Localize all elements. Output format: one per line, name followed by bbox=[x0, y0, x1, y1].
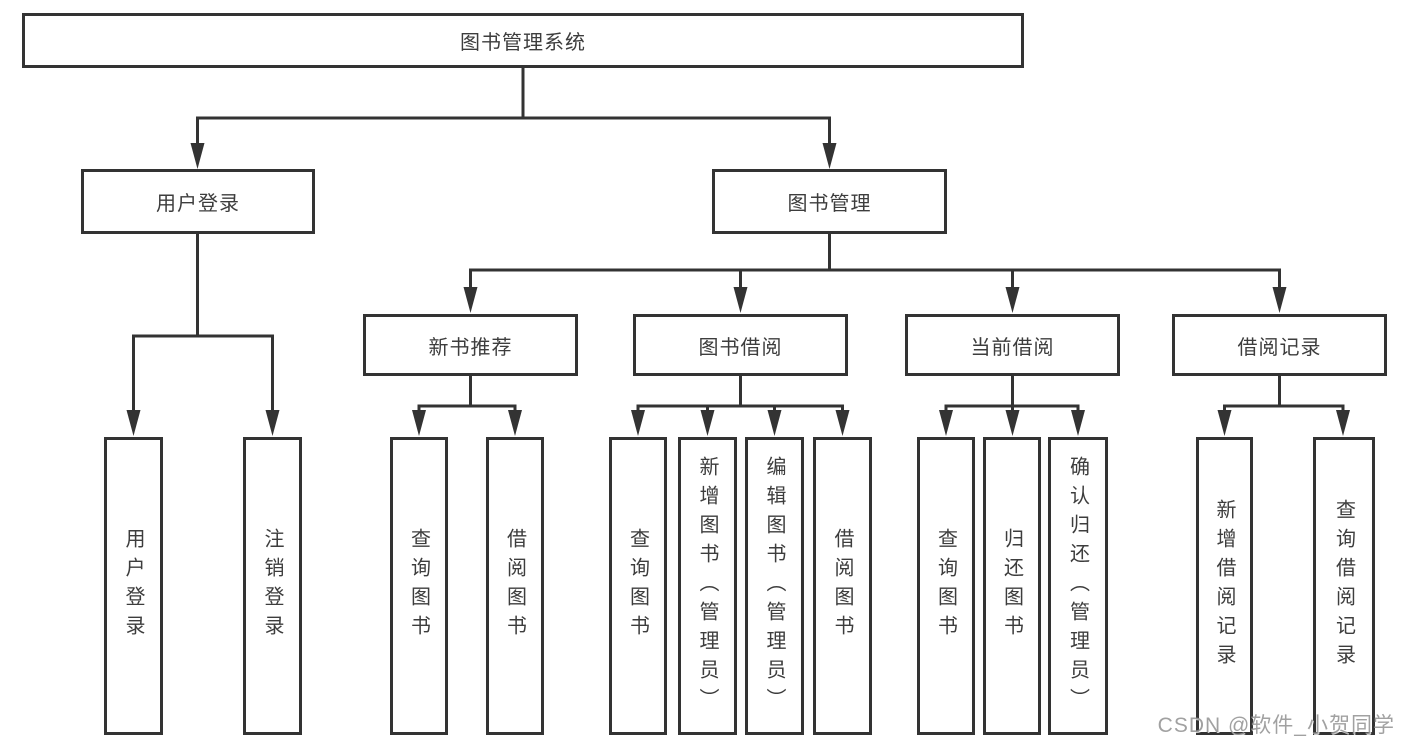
node-book-management-system: 图书管理系统 bbox=[22, 13, 1024, 68]
node-new-book-recommendation: 新书推荐 bbox=[363, 314, 578, 376]
node-label: 新书推荐 bbox=[428, 336, 513, 359]
leaf-bb-edit-books-admin: 编辑图书（管理员） bbox=[745, 437, 804, 735]
leaf-cb-query-books: 查询图书 bbox=[917, 437, 975, 735]
leaf-bb-borrow-books: 借阅图书 bbox=[813, 437, 872, 735]
node-label: 新增借阅记录 bbox=[1213, 499, 1235, 673]
leaf-br-add-record: 新增借阅记录 bbox=[1196, 437, 1253, 735]
node-label: 查询借阅记录 bbox=[1332, 499, 1355, 673]
node-user-login: 用户登录 bbox=[81, 169, 315, 234]
leaf-logout: 注销登录 bbox=[243, 437, 302, 735]
node-label: 借阅图书 bbox=[503, 528, 526, 644]
node-label: 借阅记录 bbox=[1237, 336, 1322, 359]
node-label: 新增图书（管理员） bbox=[696, 455, 718, 717]
node-label: 查询图书 bbox=[407, 528, 430, 644]
node-book-borrowing: 图书借阅 bbox=[633, 314, 848, 376]
leaf-cb-return-books: 归还图书 bbox=[983, 437, 1041, 735]
leaf-nbr-borrow-books: 借阅图书 bbox=[486, 437, 544, 735]
node-label: 确认归还（管理员） bbox=[1066, 455, 1089, 717]
node-label: 注销登录 bbox=[261, 528, 283, 644]
leaf-nbr-query-books: 查询图书 bbox=[390, 437, 448, 735]
leaf-bb-query-books: 查询图书 bbox=[609, 437, 667, 735]
node-label: 归还图书 bbox=[1000, 528, 1023, 644]
node-label: 当前借阅 bbox=[970, 336, 1055, 359]
node-label: 查询图书 bbox=[626, 528, 649, 644]
leaf-user-login: 用户登录 bbox=[104, 437, 163, 735]
node-borrowing-records: 借阅记录 bbox=[1172, 314, 1387, 376]
node-book-management: 图书管理 bbox=[712, 169, 947, 234]
node-label: 编辑图书（管理员） bbox=[763, 455, 785, 717]
node-label: 用户登录 bbox=[122, 528, 144, 644]
node-label: 用户登录 bbox=[156, 193, 240, 215]
node-label: 图书借阅 bbox=[698, 336, 783, 359]
csdn-watermark: CSDN @软件_小贺同学 bbox=[1157, 714, 1395, 737]
node-label: 图书管理系统 bbox=[460, 32, 586, 54]
node-current-borrowing: 当前借阅 bbox=[905, 314, 1120, 376]
node-label: 借阅图书 bbox=[831, 528, 853, 644]
node-label: 查询图书 bbox=[934, 528, 957, 644]
leaf-br-query-record: 查询借阅记录 bbox=[1313, 437, 1375, 735]
leaf-cb-confirm-return-admin: 确认归还（管理员） bbox=[1048, 437, 1108, 735]
leaf-bb-add-books-admin: 新增图书（管理员） bbox=[678, 437, 737, 735]
node-label: 图书管理 bbox=[787, 193, 872, 215]
